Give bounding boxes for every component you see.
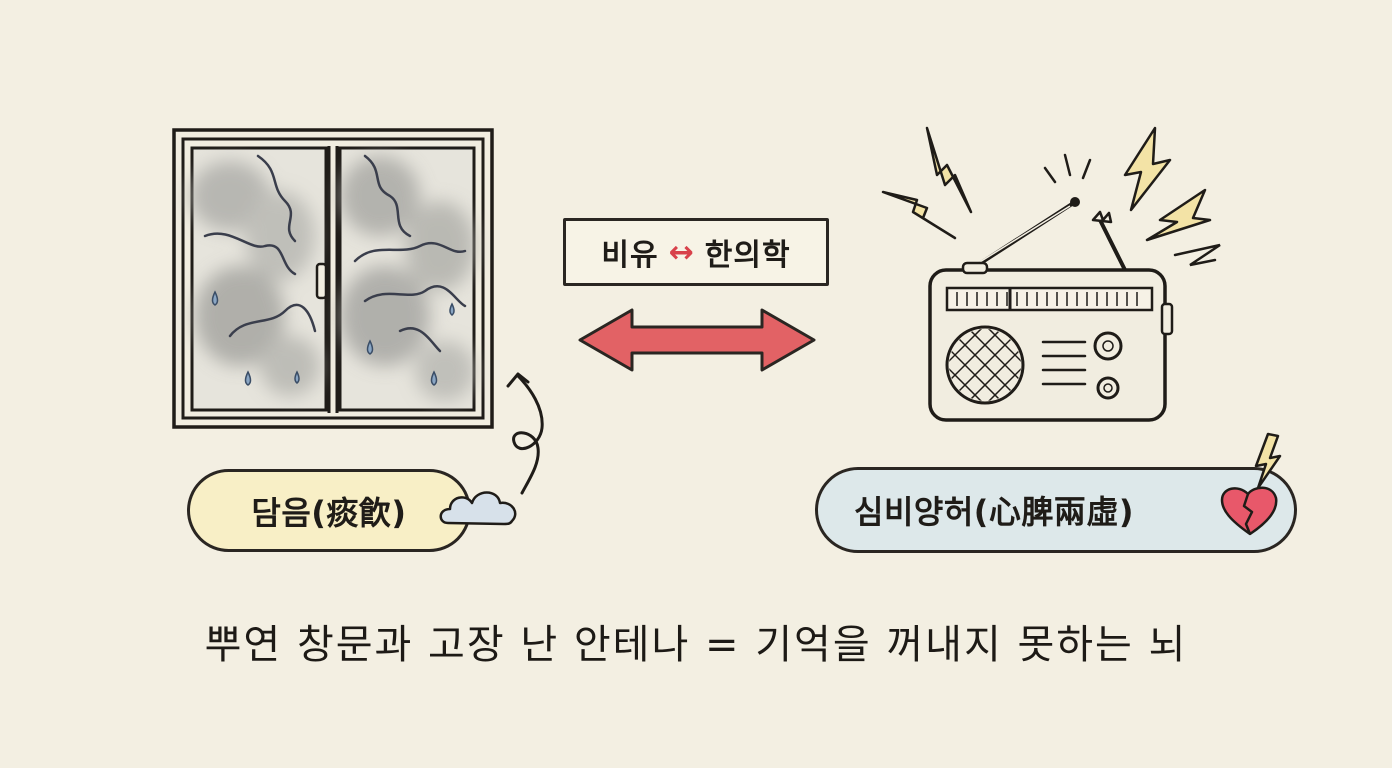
metaphor-label-left: 비유 [601,238,659,273]
caption-text: 뿌연 창문과 고장 난 안테나 = 기억을 꺼내지 못하는 뇌 [204,622,1188,668]
phlegm-retention-pill: 담음(痰飮) [187,469,471,552]
foggy-window-icon [172,128,494,429]
phlegm-retention-label: 담음(痰飮) [251,493,407,532]
metaphor-label: 비유 ↔ 한의학 [563,218,829,286]
radio-icon [881,126,1221,422]
heart-spleen-deficiency-pill: 심비양허(心脾兩虛) [815,467,1297,553]
curly-arrow-icon [506,372,544,495]
double-arrow-glyph: ↔ [668,234,695,270]
cloud-icon [439,491,517,526]
broken-heart-icon [1220,432,1282,536]
lightning-icon [881,126,1212,242]
double-arrow-icon [578,308,816,372]
heart-spleen-deficiency-label: 심비양허(心脾兩虛) [854,493,1135,531]
metaphor-label-right: 한의학 [704,238,791,273]
